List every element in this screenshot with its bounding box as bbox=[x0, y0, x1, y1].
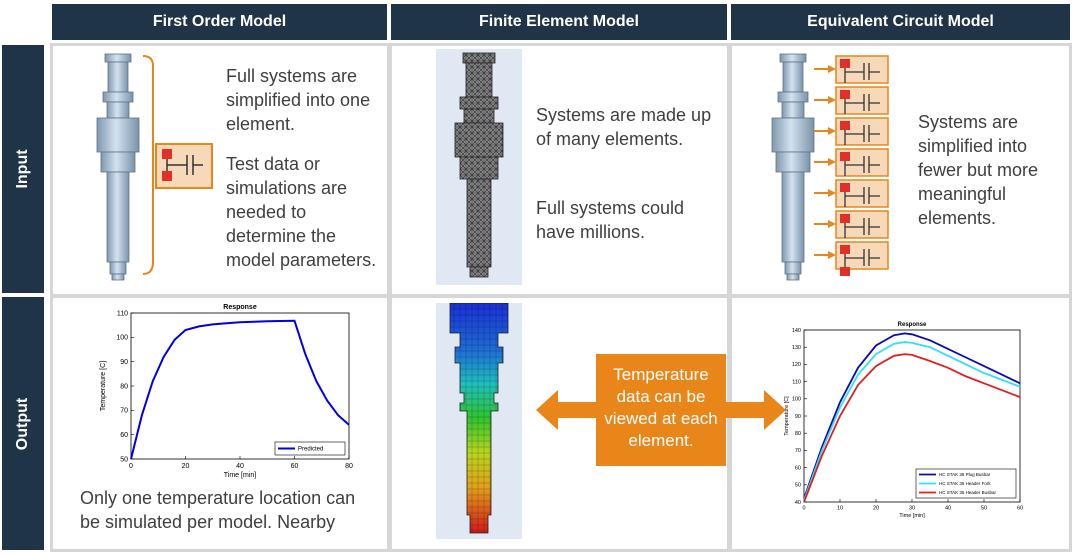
column-header-equivalent-circuit: Equivalent Circuit Model bbox=[731, 4, 1070, 40]
first-order-output-text: Only one temperature location can be sim… bbox=[80, 488, 356, 532]
circuit-resistor bbox=[840, 90, 850, 99]
circuit-capacitor bbox=[844, 249, 880, 269]
arrow-callout-text: Temperature data can be viewed at each e… bbox=[604, 365, 718, 450]
input-arrow-head bbox=[828, 251, 836, 259]
input-arrow-head bbox=[828, 189, 836, 197]
legend-box bbox=[274, 441, 346, 456]
circuit-ladder bbox=[814, 55, 889, 276]
row-header-input-label: Input bbox=[14, 149, 31, 189]
circuit-resistor bbox=[840, 59, 850, 68]
circuit-capacitor bbox=[844, 125, 880, 145]
circuit-resistor bbox=[840, 152, 850, 161]
chart-title: Response bbox=[898, 322, 927, 328]
y-tick-label: 110 bbox=[792, 379, 801, 385]
x-tick-label: 60 bbox=[1017, 506, 1023, 512]
circuit-capacitor bbox=[844, 156, 880, 176]
x-tick-label: 0 bbox=[129, 463, 133, 470]
y-tick-label: 100 bbox=[116, 335, 128, 342]
y-tick-label: 50 bbox=[795, 483, 801, 489]
y-tick-label: 70 bbox=[795, 448, 801, 454]
x-tick-label: 50 bbox=[981, 506, 987, 512]
y-tick-label: 50 bbox=[120, 456, 128, 463]
legend-label: Predicted bbox=[298, 447, 323, 453]
y-tick-label: 80 bbox=[795, 431, 801, 437]
y-tick-label: 90 bbox=[120, 359, 128, 366]
circuit-resistor bbox=[840, 245, 850, 254]
x-tick-label: 30 bbox=[909, 506, 915, 512]
input-arrow-head bbox=[828, 220, 836, 228]
y-axis-label: Temperature [C] bbox=[100, 361, 107, 411]
legend-label: HC STAK 35 Header Fork bbox=[939, 481, 991, 486]
input-arrow-head bbox=[828, 158, 836, 166]
lumped-element-icon bbox=[155, 143, 213, 189]
circuit-capacitor bbox=[844, 94, 880, 114]
first-order-input-text-1: Full systems are simplified into one ele… bbox=[226, 66, 371, 134]
legend-label: HC STAK 35 Plug Busbar bbox=[939, 472, 991, 477]
equivalent-circuit-illustration bbox=[771, 53, 889, 281]
x-tick-label: 60 bbox=[291, 463, 299, 470]
x-axis-label: Time [min] bbox=[224, 472, 256, 479]
circuit-resistor bbox=[840, 267, 850, 276]
legend-label: HC STAK 35 Header Busbar bbox=[939, 490, 996, 495]
temperature-contour-illustration bbox=[436, 303, 522, 539]
circuit-capacitor bbox=[844, 63, 880, 83]
y-axis-label: Temperature [C] bbox=[784, 396, 790, 436]
x-tick-label: 20 bbox=[873, 506, 879, 512]
y-tick-label: 130 bbox=[792, 345, 801, 351]
finite-element-input-text-1: Systems are made up of many elements. bbox=[536, 105, 712, 149]
x-tick-label: 0 bbox=[802, 506, 805, 512]
circuit-resistor bbox=[840, 214, 850, 223]
series-line bbox=[803, 353, 1021, 503]
input-arrow-head bbox=[828, 96, 836, 104]
y-tick-label: 40 bbox=[795, 500, 801, 506]
series-line bbox=[803, 332, 1021, 499]
x-tick-label: 80 bbox=[345, 463, 353, 470]
y-tick-label: 80 bbox=[120, 383, 128, 390]
y-tick-label: 60 bbox=[795, 465, 801, 471]
circuit-resistor bbox=[840, 183, 850, 192]
input-arrow-head bbox=[828, 65, 836, 73]
circuit-capacitor bbox=[844, 187, 880, 207]
chart-title: Response bbox=[223, 304, 257, 311]
busbar-pin-illustration bbox=[96, 53, 154, 281]
series-line bbox=[130, 319, 350, 460]
plot-area bbox=[130, 312, 350, 460]
row-header-output-label: Output bbox=[14, 397, 31, 450]
y-tick-label: 140 bbox=[792, 328, 801, 334]
equivalent-circuit-response-chart: Response 0 10 20 30 40 50 60 40 50 60 70 80 90 100 110 1… bbox=[784, 322, 1023, 518]
y-tick-label: 90 bbox=[795, 414, 801, 420]
x-tick-label: 40 bbox=[236, 463, 244, 470]
mesh-model-illustration bbox=[436, 49, 522, 285]
circuit-capacitor bbox=[844, 218, 880, 238]
first-order-input-text-2: Test data or simulations are needed to d… bbox=[226, 154, 377, 270]
double-arrow-callout bbox=[536, 354, 786, 466]
row-header-output: Output bbox=[2, 297, 44, 550]
column-header-first-order: First Order Model bbox=[52, 4, 387, 40]
finite-element-input-text-2: Full systems could have millions. bbox=[536, 198, 685, 242]
input-arrow-head bbox=[828, 127, 836, 135]
y-tick-label: 60 bbox=[120, 432, 128, 439]
circuit-resistor bbox=[840, 121, 850, 130]
x-tick-label: 20 bbox=[182, 463, 190, 470]
row-header-input: Input bbox=[2, 45, 44, 293]
y-tick-label: 110 bbox=[117, 310, 128, 317]
y-tick-label: 70 bbox=[120, 408, 128, 415]
x-tick-label: 10 bbox=[837, 506, 843, 512]
y-tick-label: 120 bbox=[792, 362, 801, 368]
y-tick-label: 100 bbox=[792, 397, 801, 403]
x-tick-label: 40 bbox=[945, 506, 951, 512]
series-line bbox=[803, 341, 1021, 501]
x-axis-label: Time [min] bbox=[899, 513, 925, 518]
column-header-finite-element: Finite Element Model bbox=[391, 4, 727, 40]
equivalent-circuit-input-text: Systems are simplified into fewer but mo… bbox=[918, 112, 1039, 228]
